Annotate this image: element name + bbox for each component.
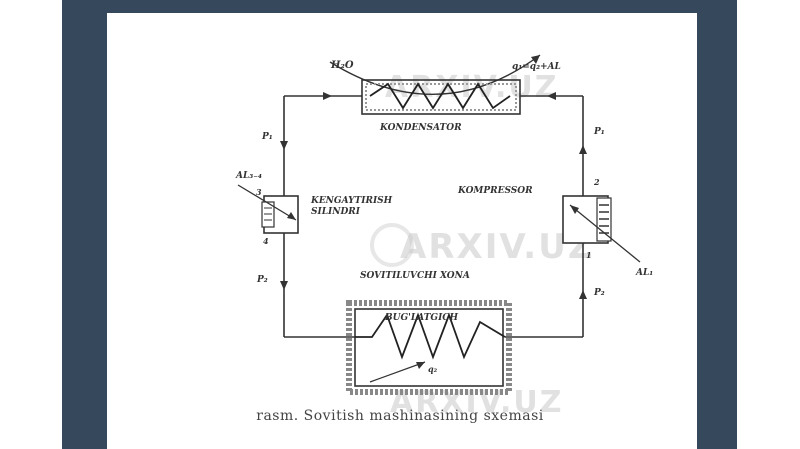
- label-node-4: 4: [263, 236, 269, 246]
- compressor-work-arrowhead: [570, 205, 579, 214]
- expansion-work-arrowhead: [287, 212, 296, 220]
- label-p2-left: P₂: [256, 275, 268, 285]
- watermark-group: ARXIV.UZ ARXIV.UZ ARXIV.UZ: [370, 70, 594, 420]
- label-expansion-line2: SILINDRI: [311, 207, 361, 217]
- watermark-top: ARXIV.UZ: [385, 70, 558, 105]
- label-expansion-line1: KENGAYTIRISH: [310, 196, 393, 206]
- label-cooling-zone: SOVITILUVCHI XONA: [360, 271, 470, 281]
- window-frame-top: [62, 0, 737, 13]
- label-water: H₂O: [330, 60, 354, 71]
- compressor-unit: 2 1 AL₁ KOMPRESSOR: [457, 177, 653, 278]
- arrow-down-left-lower: [280, 281, 288, 290]
- arrow-right-top: [323, 92, 332, 100]
- figure-caption: rasm. Sovitish mashinasining sxemasi: [256, 408, 544, 424]
- label-evaporator-heat: q₂: [428, 364, 438, 374]
- condenser-arc-arrow: [531, 55, 540, 64]
- label-node-1: 1: [586, 250, 592, 260]
- label-evaporator: BUG'LATGICH: [384, 313, 458, 323]
- label-condenser-heat: q₁=q₂+AL: [512, 62, 561, 72]
- window-frame-right: [697, 0, 737, 449]
- label-p1-right: P₁: [593, 127, 605, 137]
- arrow-up-right-lower: [579, 290, 587, 299]
- evaporator-coil: [355, 312, 506, 360]
- evaporator-insulation: [346, 300, 512, 395]
- flow-arrows: [280, 92, 587, 299]
- expansion-cylinder: AL₃₋₄ 3 4 KENGAYTIRISH SILINDRI: [235, 171, 395, 246]
- label-work-expansion: AL₃₋₄: [235, 171, 262, 181]
- label-compressor: KOMPRESSOR: [457, 186, 533, 196]
- evaporator-unit: q₂ BUG'LATGICH: [346, 300, 512, 395]
- label-expansion-cylinder: KENGAYTIRISH SILINDRI: [310, 196, 395, 217]
- condenser-cooling-arc: [329, 54, 541, 95]
- compressor-work-arrow: [569, 204, 641, 263]
- arrow-down-left-upper: [280, 141, 288, 150]
- condenser-coil: [369, 82, 511, 110]
- label-work-compressor: AL₁: [635, 268, 653, 278]
- watermark-middle: ARXIV.UZ: [400, 227, 594, 267]
- label-node-3: 3: [256, 187, 262, 197]
- label-p1-left: P₁: [261, 132, 273, 142]
- label-condenser: KONDENSATOR: [379, 123, 462, 133]
- watermark-logo-icon: [370, 223, 414, 267]
- evaporator-heat-arrow: [369, 361, 426, 383]
- arrow-up-right-upper: [579, 145, 587, 154]
- arrow-right-top-2: [547, 92, 556, 100]
- window-frame-left: [62, 0, 107, 449]
- expansion-work-arrow: [237, 184, 297, 221]
- condenser-unit: H₂O q₁=q₂+AL KONDENSATOR: [329, 54, 561, 133]
- condenser-box: [361, 79, 521, 115]
- label-node-2: 2: [593, 177, 600, 187]
- label-p2-right: P₂: [593, 288, 605, 298]
- evaporator-heat-arrowhead: [416, 362, 425, 369]
